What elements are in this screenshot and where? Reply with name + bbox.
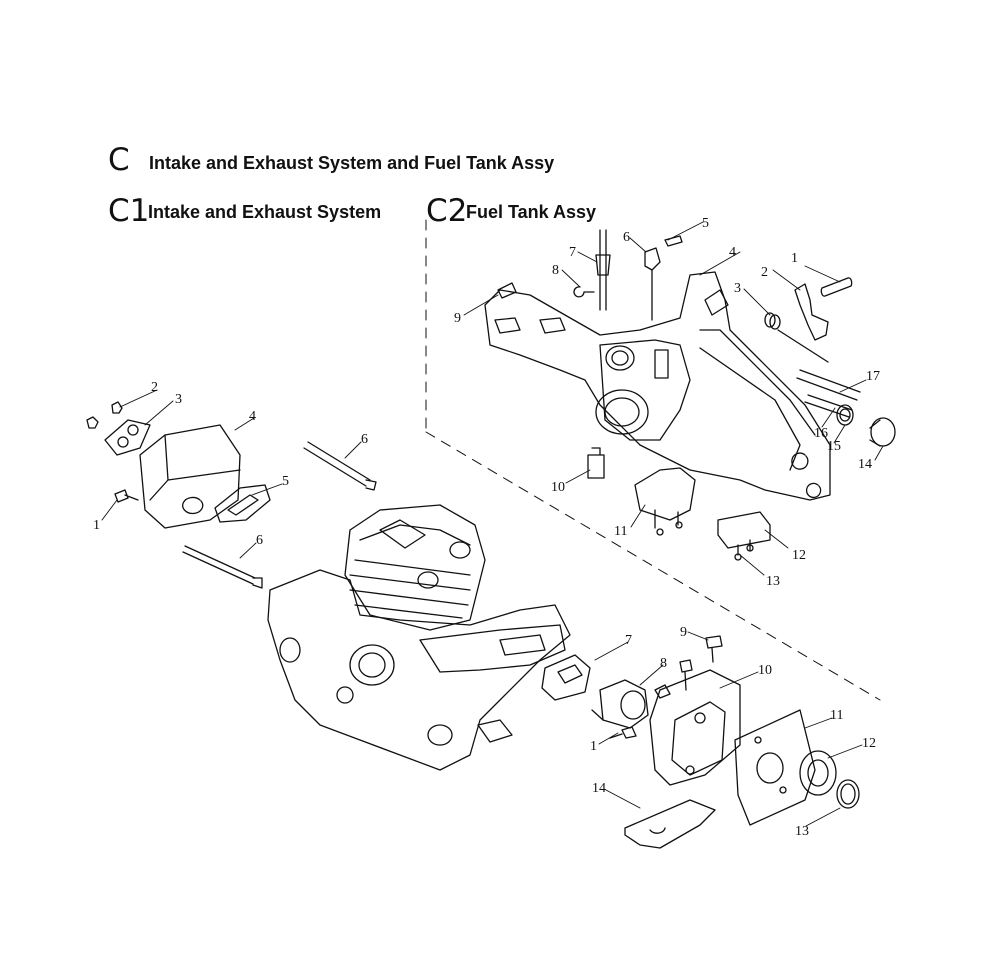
callout-tank-12: 12 [792, 548, 806, 563]
callout-exhaust-3: 3 [175, 392, 182, 407]
callout-exhaust-5: 5 [282, 474, 289, 489]
main-section-title: Intake and Exhaust System and Fuel Tank … [149, 153, 555, 173]
section-c1-letter: C1 [108, 193, 150, 229]
section-c1-title: Intake and Exhaust System [148, 202, 382, 222]
callout-tank-1: 1 [791, 251, 798, 266]
callout-tank-8: 8 [552, 263, 559, 278]
intake-assembly [541, 635, 860, 849]
engine-crankcase [267, 504, 571, 771]
leader-lines [101, 221, 884, 827]
callout-tank-7: 7 [569, 245, 576, 260]
callout-tank-16: 16 [814, 426, 828, 441]
callout-tank-5: 5 [702, 216, 709, 231]
callout-tank-3: 3 [734, 281, 741, 296]
callout-intake-7: 7 [625, 633, 632, 648]
callout-intake-11: 11 [830, 708, 843, 723]
callout-intake-8: 8 [660, 656, 667, 671]
callout-intake-10: 10 [758, 663, 772, 678]
callout-tank-11: 11 [614, 524, 627, 539]
callout-tank-9: 9 [454, 311, 461, 326]
muffler-assembly [86, 401, 377, 589]
callout-tank-4: 4 [729, 245, 736, 260]
callout-tank-17: 17 [866, 369, 880, 384]
callout-exhaust-6a: 6 [361, 432, 368, 447]
callout-tank-10: 10 [551, 480, 565, 495]
callout-tank-13: 13 [766, 574, 780, 589]
callout-intake-1: 1 [590, 739, 597, 754]
callout-intake-13: 13 [795, 824, 809, 839]
callout-labels: 1 2 3 4 5 6 7 8 9 10 11 12 13 14 15 16 1… [93, 216, 880, 839]
callout-tank-2: 2 [761, 265, 768, 280]
callout-exhaust-4: 4 [249, 409, 256, 424]
callout-intake-14: 14 [592, 781, 606, 796]
fuel-tank-handle [484, 271, 831, 501]
section-c2-title: Fuel Tank Assy [466, 202, 597, 222]
section-divider [425, 219, 881, 701]
main-section-letter: C [108, 142, 130, 178]
section-c2-letter: C2 [426, 193, 468, 229]
callout-tank-14: 14 [858, 457, 872, 472]
callout-intake-12: 12 [862, 736, 876, 751]
callout-exhaust-6b: 6 [256, 533, 263, 548]
callout-exhaust-1: 1 [93, 518, 100, 533]
callout-intake-9: 9 [680, 625, 687, 640]
callout-tank-15: 15 [827, 439, 841, 454]
callout-tank-6: 6 [623, 230, 630, 245]
callout-exhaust-2: 2 [151, 380, 158, 395]
tank-small-parts [497, 229, 896, 561]
